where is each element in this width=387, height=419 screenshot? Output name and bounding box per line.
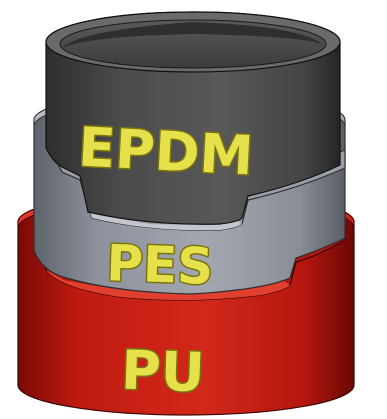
outer-layer-label: PU (120, 339, 206, 405)
inner-layer-inner-wall (62, 22, 322, 48)
middle-layer-label: PES (106, 234, 215, 296)
middle-layer-notch-shelf (80, 180, 242, 231)
inner-layer-label: EPDM (77, 115, 255, 187)
outer-layer-notch-shelf (46, 270, 290, 301)
inner-layer-epdm (45, 11, 341, 225)
